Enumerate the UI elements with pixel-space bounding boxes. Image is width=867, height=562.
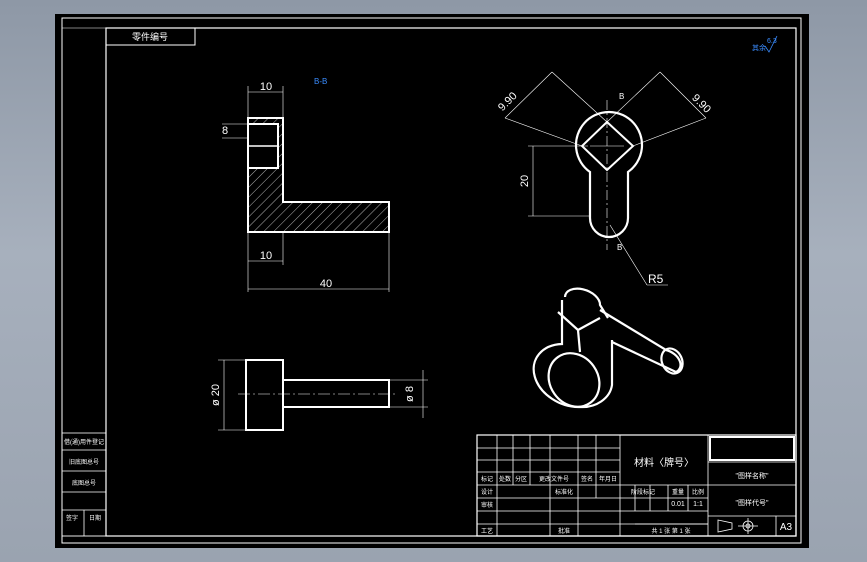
side-table-row-1: 旧底图总号 xyxy=(69,458,99,466)
dim-overall-length: 40 xyxy=(320,278,332,290)
stage-label: 阶段标记 xyxy=(631,488,655,496)
header-change: 更改文件号 xyxy=(539,475,569,483)
paper-size: A3 xyxy=(780,522,793,533)
radius-leader xyxy=(609,224,648,286)
row-process: 工艺 xyxy=(481,527,493,535)
section-label: B-B xyxy=(314,77,327,86)
standard-label: 标准化 xyxy=(555,488,573,496)
roughness-symbol-icon xyxy=(764,35,778,53)
sheet-count: 共 1 张 第 1 张 xyxy=(651,527,690,535)
dim-slot-height: 8 xyxy=(222,125,228,137)
header-sign: 签名 xyxy=(581,475,593,483)
side-table-row-0: 借(通)用件登记 xyxy=(64,438,104,446)
lever-outline xyxy=(574,111,644,239)
header-count: 处数 xyxy=(499,475,511,483)
ext-line xyxy=(606,71,661,123)
outer-border xyxy=(61,17,802,544)
part-name: "图样名称" xyxy=(736,471,769,480)
ext-line xyxy=(551,71,608,123)
side-table-sign: 签字 xyxy=(66,514,78,522)
square-hole xyxy=(580,120,635,172)
row-review: 审核 xyxy=(481,501,493,509)
weight-label: 重量 xyxy=(672,488,684,496)
ext-line xyxy=(632,117,707,147)
row-design: 设计 xyxy=(481,488,493,496)
section-mark-bottom: B xyxy=(617,243,622,252)
header-mark: 标记 xyxy=(481,475,493,483)
dim-dia-20: ø 20 xyxy=(210,384,222,406)
projection-symbol-icon xyxy=(717,518,758,534)
part-number-label: 零件编号 xyxy=(132,31,168,42)
scale-value: 1:1 xyxy=(693,501,703,508)
dim-dia-8: ø 8 xyxy=(404,386,416,402)
weight-value: 0.01 xyxy=(671,501,685,508)
dim-radius: R5 xyxy=(648,272,664,286)
drawing-canvas xyxy=(55,14,809,548)
side-table xyxy=(61,432,107,537)
approve-label: 批准 xyxy=(558,527,570,535)
dim-line xyxy=(504,71,553,119)
isometric-view xyxy=(532,287,684,409)
title-block-grid xyxy=(476,434,797,537)
header-date: 年月日 xyxy=(599,475,617,483)
part-code: "图样代号" xyxy=(736,498,769,507)
header-zone: 分区 xyxy=(515,475,527,483)
roughness-value: 6.3 xyxy=(767,38,777,45)
dim-line xyxy=(659,71,707,119)
ext-line xyxy=(504,117,583,147)
shaft-body xyxy=(282,379,390,408)
title-name-box xyxy=(709,436,795,461)
side-table-date: 日期 xyxy=(89,514,101,522)
roughness-note: 其余 xyxy=(752,43,766,52)
dim-height-20: 20 xyxy=(519,175,531,187)
dim-bottom-width: 10 xyxy=(260,250,272,262)
side-table-row-2: 底图总号 xyxy=(72,479,96,487)
scale-label: 比例 xyxy=(692,488,704,496)
section-mark-top: B xyxy=(619,92,624,101)
part-number-box xyxy=(105,27,196,46)
dim-top-width: 10 xyxy=(260,81,272,93)
inner-frame xyxy=(105,27,797,537)
material-label: 材料〈牌号〉 xyxy=(634,456,694,469)
